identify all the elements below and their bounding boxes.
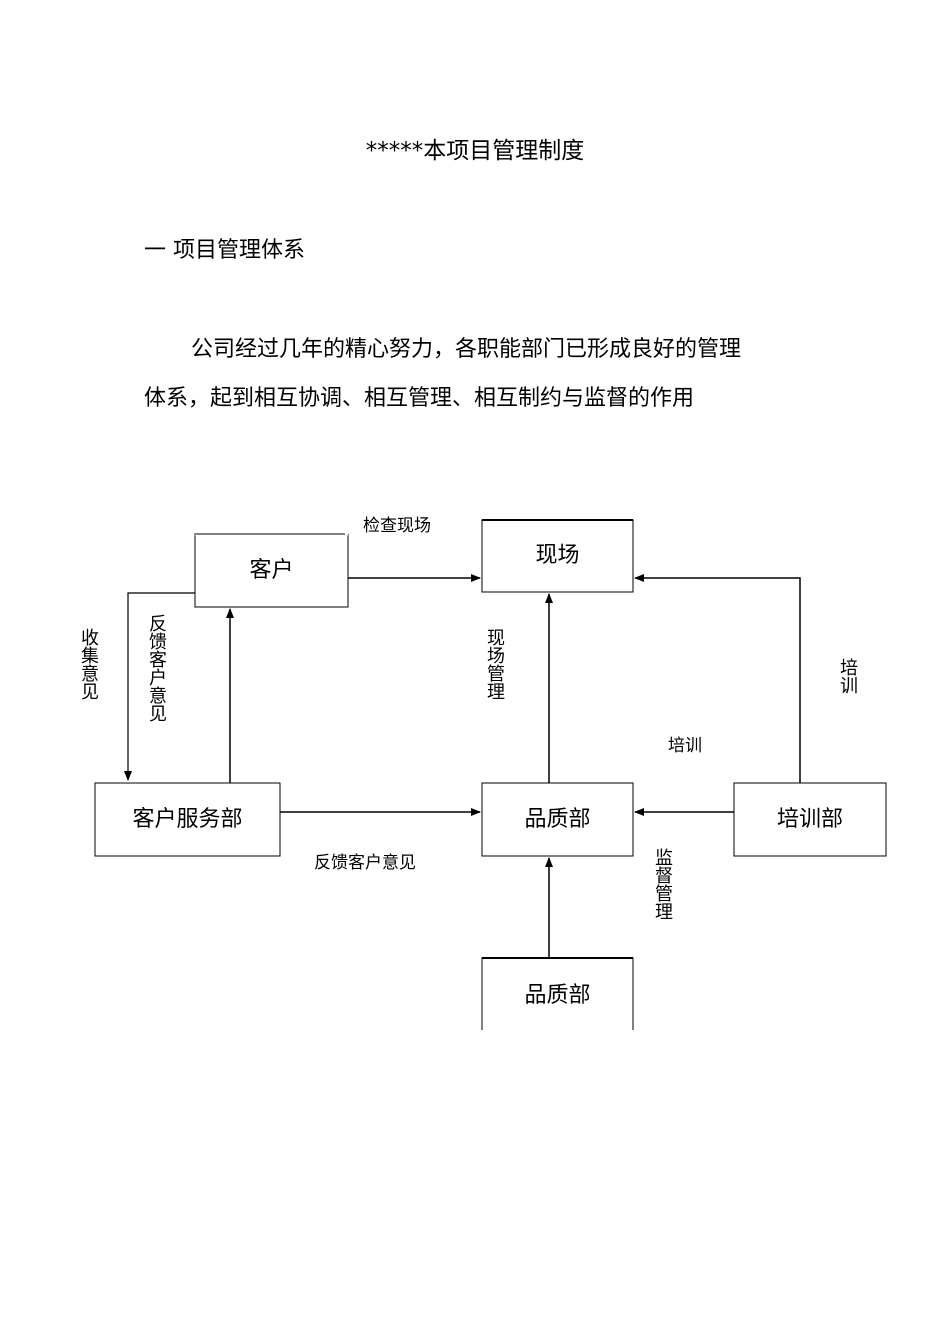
node-customer-service-box [94, 782, 281, 857]
edge-training-to-site [634, 574, 801, 783]
edge-label-training-mid: 培训 [668, 736, 702, 756]
node-quality-bottom-label: 品质部 [524, 983, 591, 1008]
section-heading: 一 项目管理体系 [144, 238, 305, 263]
node-quality-bottom-box [481, 957, 634, 1030]
edge-label-supervision: 监督管理 [652, 848, 673, 920]
edge-label-feedback-customer-bottom: 反馈客户意见 [314, 853, 416, 873]
edge-label-inspect-site: 检查现场 [363, 516, 431, 536]
intro-paragraph-line-2: 体系，起到相互协调、相互管理、相互制约与监督的作用 [144, 386, 695, 411]
node-training-label: 培训部 [776, 807, 843, 832]
node-customer-label: 客户 [249, 558, 294, 583]
node-customer-box [194, 532, 349, 608]
node-training-box [733, 782, 887, 857]
node-customer-service-label: 客户服务部 [132, 807, 243, 832]
edge-customer-to-service [124, 592, 195, 781]
edge-label-site-management: 现场管理 [484, 628, 505, 700]
document-title: *****本项目管理制度 [365, 138, 585, 164]
node-quality-label: 品质部 [524, 807, 591, 832]
edge-label-collect-feedback: 收集意见 [78, 628, 99, 700]
node-quality-box [481, 782, 634, 857]
intro-paragraph-line-1: 公司经过几年的精心努力，各职能部门已形成良好的管理 [191, 337, 742, 362]
edge-label-training-right: 培训 [837, 658, 858, 694]
node-site-box [481, 519, 634, 593]
node-site-label: 现场 [535, 543, 580, 568]
edge-label-feedback-customer: 反馈客户意见 [146, 614, 167, 722]
